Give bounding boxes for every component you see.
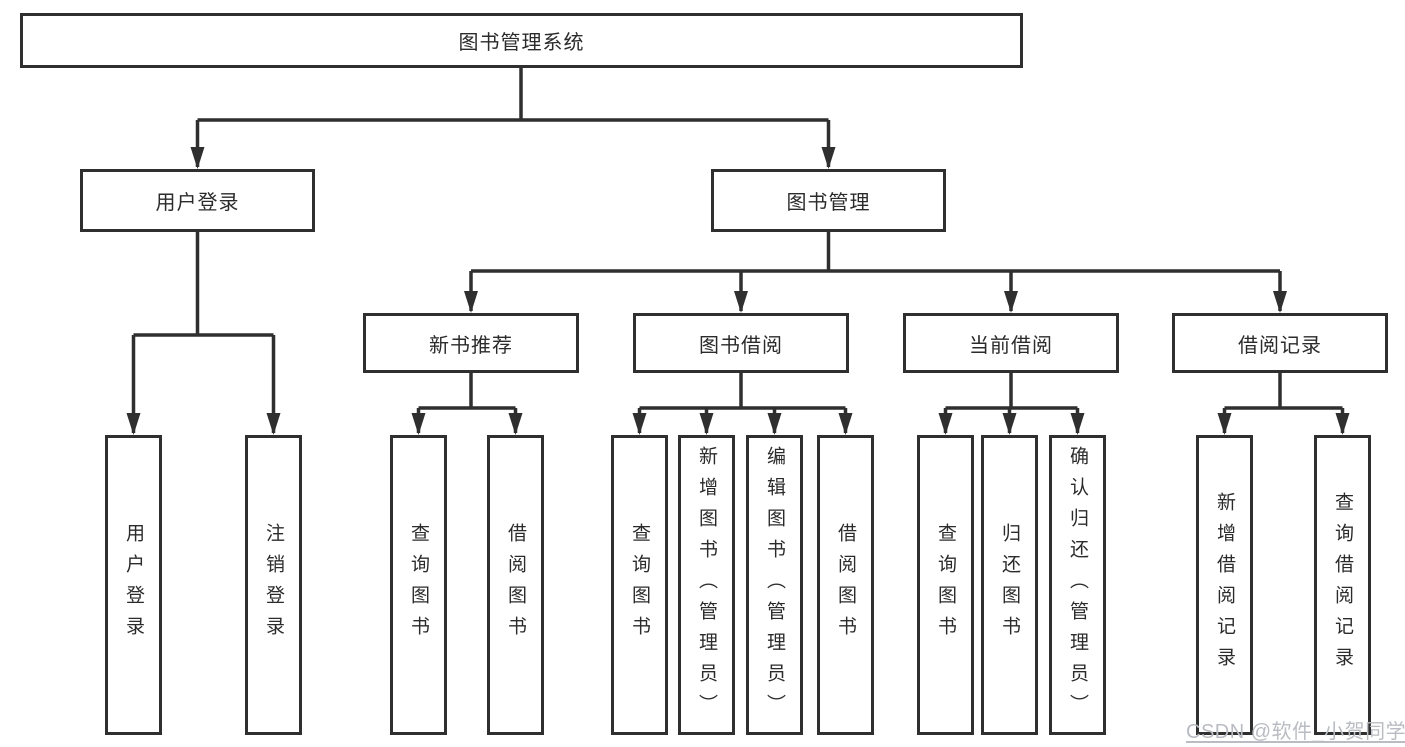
node-user-login-branch: 用户登录 [80, 169, 315, 232]
node-confirm-return-admin: 确认归还（管理员） [1049, 435, 1106, 735]
arrowheads [126, 147, 1350, 435]
connector-strokes [131, 68, 1345, 433]
node-query-books: 查询图书 [611, 435, 668, 735]
node-user-login: 用户登录 [105, 435, 162, 735]
node-library-management-system: 图书管理系统 [20, 13, 1023, 68]
node-query-books: 查询图书 [390, 435, 447, 735]
node-return-books: 归还图书 [981, 435, 1038, 735]
node-borrow-books: 借阅图书 [817, 435, 874, 735]
node-add-borrowing-record: 新增借阅记录 [1196, 435, 1253, 735]
node-current-borrowing: 当前借阅 [903, 313, 1119, 373]
node-book-management-branch: 图书管理 [711, 169, 946, 232]
node-borrowing-records: 借阅记录 [1172, 313, 1388, 373]
node-query-books: 查询图书 [917, 435, 974, 735]
csdn-watermark: CSDN @软件_小贺同学 [1186, 721, 1405, 743]
node-query-borrowing-record: 查询借阅记录 [1314, 435, 1371, 735]
node-new-book-recommendation: 新书推荐 [363, 313, 579, 373]
node-logout: 注销登录 [245, 435, 302, 735]
node-borrow-books: 借阅图书 [487, 435, 544, 735]
node-book-borrowing: 图书借阅 [633, 313, 849, 373]
node-add-books-admin: 新增图书（管理员） [678, 435, 735, 735]
node-edit-books-admin: 编辑图书（管理员） [746, 435, 803, 735]
